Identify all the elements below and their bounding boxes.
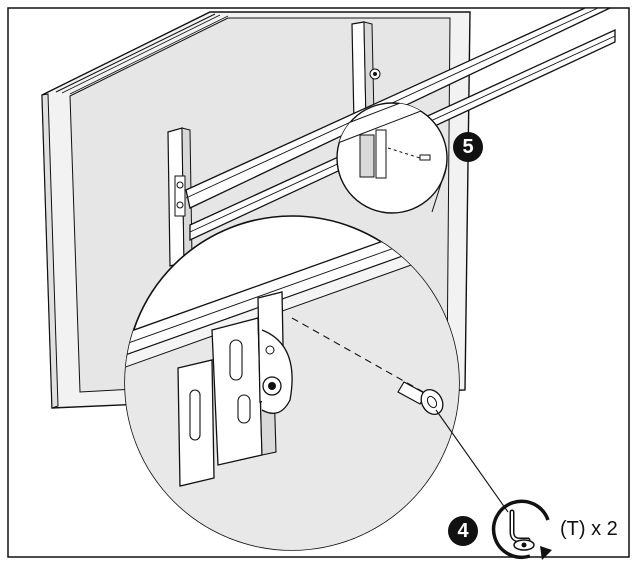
mounting-bracket-icon <box>177 291 293 487</box>
insertion-guide-line <box>291 317 426 394</box>
screw-icon <box>397 381 444 415</box>
detail-small-content <box>337 103 447 179</box>
detail-large-content <box>125 216 459 550</box>
screw-icon <box>419 154 431 161</box>
wrench-rotate-icon <box>491 499 552 560</box>
callout-line <box>431 164 448 213</box>
step-4-badge: 4 <box>448 516 478 546</box>
torque-label: (T) x 2 <box>560 518 618 540</box>
callout-line <box>435 409 509 513</box>
step-5-badge: 5 <box>453 132 483 162</box>
